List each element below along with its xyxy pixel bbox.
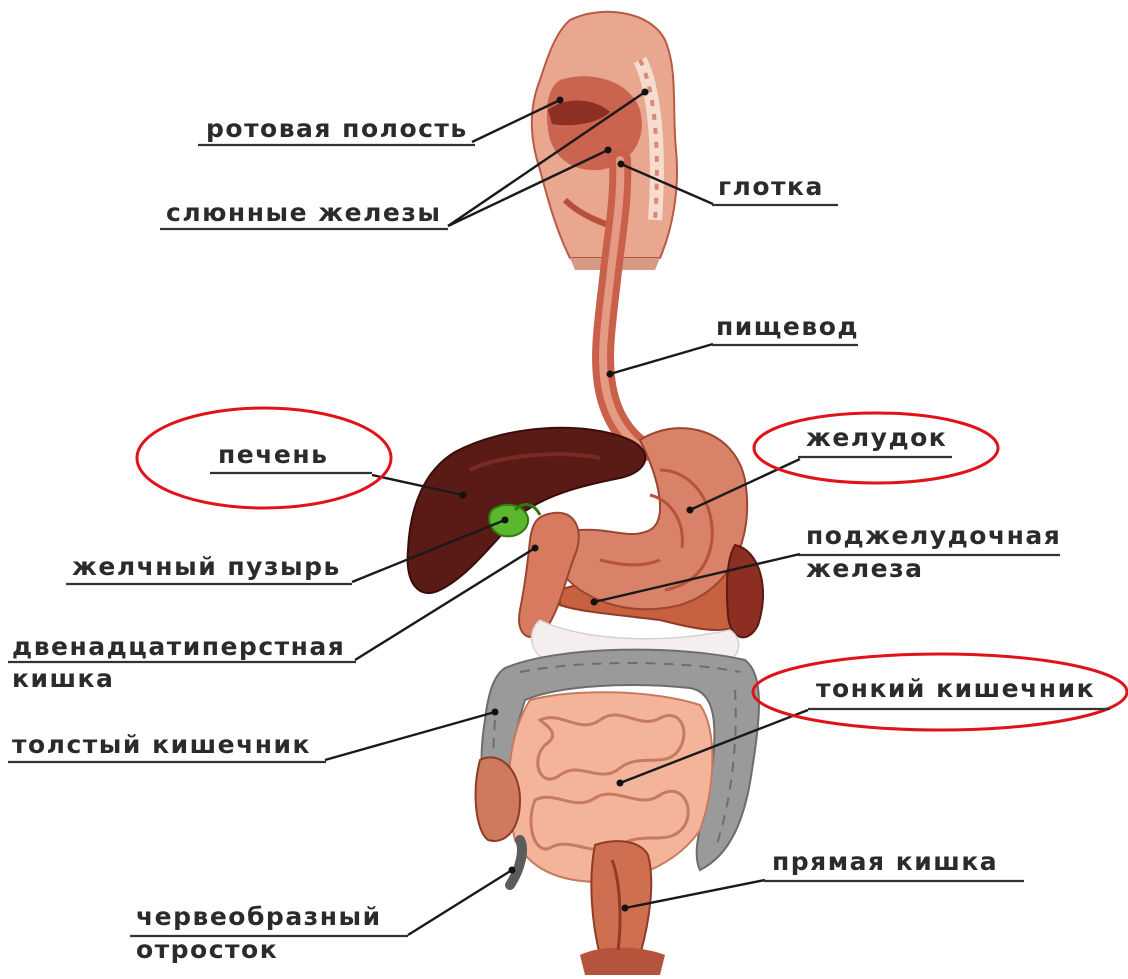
label-pancreas-text-line1: поджелудочная bbox=[806, 521, 1061, 550]
label-pancreas: поджелудочная железа bbox=[798, 521, 1061, 583]
label-duodenum: двенадцатиперстная кишка bbox=[8, 632, 356, 693]
label-liver: печень bbox=[137, 408, 391, 508]
label-pharynx-text: глотка bbox=[718, 172, 824, 201]
label-rectum: прямая кишка bbox=[764, 847, 1024, 881]
label-oral-cavity-text: ротовая полость bbox=[206, 114, 468, 143]
label-stomach-text: желудок bbox=[806, 423, 947, 452]
label-rectum-text: прямая кишка bbox=[772, 847, 998, 876]
label-appendix-text-line2: отросток bbox=[136, 935, 278, 964]
label-pancreas-text-line2: железа bbox=[806, 554, 924, 583]
label-esophagus-text: пищевод bbox=[716, 312, 859, 341]
appendix-shape bbox=[510, 840, 522, 885]
label-stomach: желудок bbox=[754, 413, 998, 483]
label-oral-cavity: ротовая полость bbox=[198, 114, 475, 145]
label-small-intestine: тонкий кишечник bbox=[753, 654, 1127, 730]
head-section bbox=[532, 12, 677, 270]
label-duodenum-text-line1: двенадцатиперстная bbox=[12, 632, 345, 661]
label-gallbladder: желчный пузырь bbox=[66, 552, 352, 584]
label-salivary-glands-text: слюнные железы bbox=[166, 198, 441, 227]
label-large-intestine-text: толстый кишечник bbox=[12, 730, 311, 759]
label-appendix: червеобразный отросток bbox=[130, 902, 408, 964]
label-salivary-glands: слюнные железы bbox=[160, 198, 448, 229]
label-small-intestine-text: тонкий кишечник bbox=[816, 674, 1095, 703]
label-pharynx: глотка bbox=[712, 172, 838, 205]
label-appendix-text-line1: червеобразный bbox=[136, 902, 382, 931]
label-large-intestine: толстый кишечник bbox=[8, 730, 326, 762]
label-esophagus: пищевод bbox=[712, 312, 859, 345]
label-liver-text: печень bbox=[218, 440, 328, 469]
rectum-shape bbox=[591, 841, 651, 955]
label-duodenum-text-line2: кишка bbox=[12, 664, 114, 693]
gallbladder-shape bbox=[489, 505, 528, 537]
label-gallbladder-text: желчный пузырь bbox=[72, 552, 341, 581]
